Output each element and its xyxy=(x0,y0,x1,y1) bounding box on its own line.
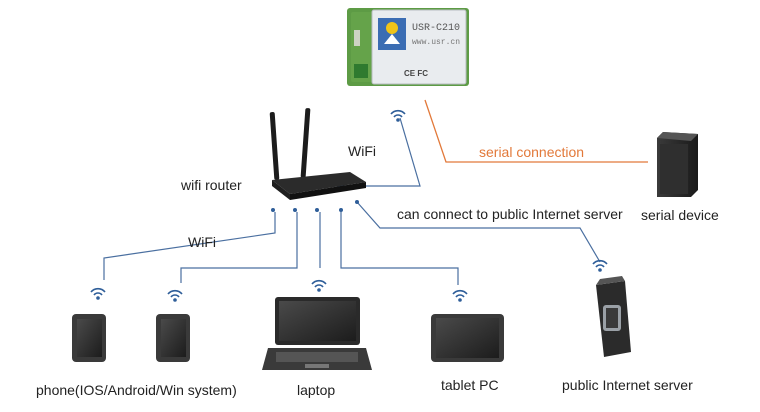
phone-icon xyxy=(72,314,106,362)
server-icon xyxy=(596,276,631,357)
laptop-icon xyxy=(262,297,372,370)
connection-lines xyxy=(103,117,601,285)
tablet-icon xyxy=(431,314,504,362)
serial-connection-line xyxy=(424,99,648,163)
module-brand: USR-C210 xyxy=(412,23,460,34)
phone2-link xyxy=(180,212,298,283)
serial-device-label: serial device xyxy=(641,207,719,223)
wifi-signal-icon xyxy=(390,109,406,123)
wifi-signal-icon xyxy=(452,289,468,303)
internet-connection-label: can connect to public Internet server xyxy=(397,206,623,222)
wifi-signal-icon xyxy=(167,289,183,303)
wifi-signal-icon xyxy=(90,287,106,301)
wifi-signal-icon xyxy=(592,259,608,273)
router-port-dots xyxy=(271,200,359,212)
tablet-label: tablet PC xyxy=(441,377,499,393)
server-link xyxy=(356,201,601,263)
laptop-label: laptop xyxy=(297,382,336,398)
serial-device-icon xyxy=(657,132,698,197)
serial-connection-label: serial connection xyxy=(479,144,585,160)
wifi-signal-icon xyxy=(311,279,327,293)
phone-link xyxy=(103,212,276,280)
phone-label: phone(IOS/Android/Win system) xyxy=(36,382,237,398)
module-cert-marks: CE FC xyxy=(404,69,428,78)
router-label: wifi router xyxy=(181,177,242,193)
tablet-link xyxy=(340,212,459,285)
wifi-devices-label: WiFi xyxy=(188,234,216,250)
wifi-link-label: WiFi xyxy=(348,143,376,159)
phone-icon xyxy=(156,314,190,362)
router-icon xyxy=(269,108,366,200)
module-site: www.usr.cn xyxy=(412,38,460,47)
module-icon xyxy=(347,8,469,86)
server-label: public Internet server xyxy=(562,377,693,393)
